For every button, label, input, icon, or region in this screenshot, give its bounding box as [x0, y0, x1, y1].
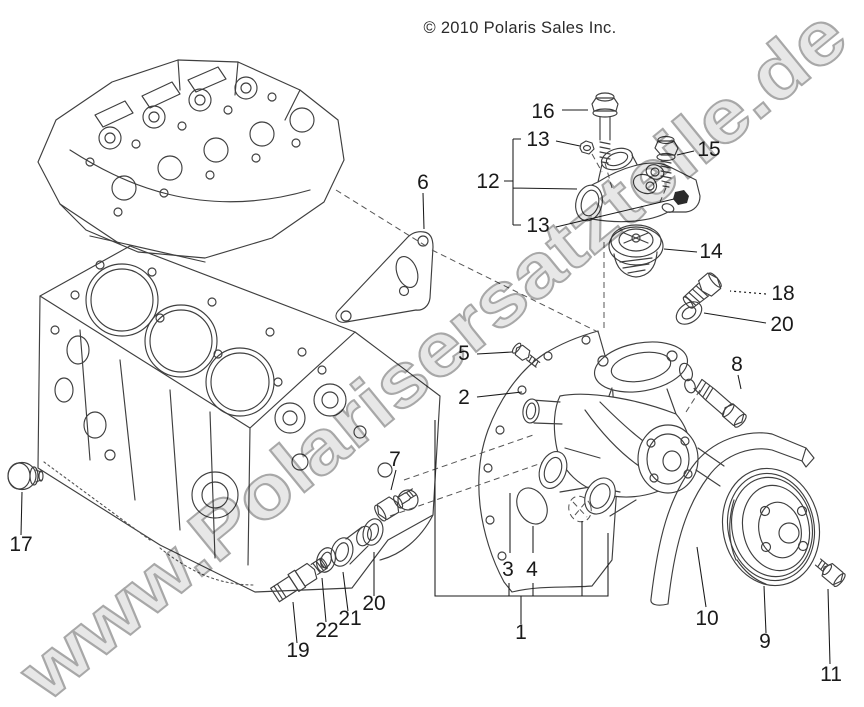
- engine-block-drawing: [37, 245, 441, 593]
- callout-label-21: 21: [338, 607, 361, 630]
- washer-20-upper: [675, 301, 703, 325]
- callout-label-4: 4: [526, 558, 538, 581]
- callout-line-10: [696, 546, 707, 608]
- callout-label-13-top: 13: [526, 128, 549, 151]
- temp-sensor-19: [270, 557, 328, 603]
- callout-line-18: [729, 290, 767, 295]
- callout-label-8: 8: [731, 353, 743, 376]
- callout-labels: 1 2 3 4 5 6 7 8 9 10 11 12 13 13 14 15 1…: [9, 100, 842, 686]
- callout-label-12: 12: [476, 170, 499, 193]
- bolt-7: [374, 488, 417, 522]
- callout-lines: [20, 109, 831, 665]
- bolt-15: [654, 135, 679, 188]
- callout-label-3: 3: [502, 558, 514, 581]
- callout-line-21: [342, 571, 349, 612]
- callout-label-6: 6: [417, 171, 429, 194]
- callout-label-1: 1: [515, 621, 527, 644]
- callout-bracket-12: [504, 138, 578, 226]
- callout-line-7: [390, 469, 397, 491]
- thermostat: [608, 224, 664, 278]
- callout-line-6: [422, 192, 425, 230]
- callout-label-16: 16: [531, 100, 554, 123]
- assembly-guide-lines: [335, 153, 701, 517]
- callout-label-2: 2: [458, 386, 470, 409]
- callout-line-11: [827, 588, 831, 665]
- callout-line-8: [737, 374, 742, 390]
- hidden-port-circle: [568, 495, 592, 523]
- cylinder-head-drawing: [37, 59, 345, 263]
- callout-line-19: [292, 601, 298, 644]
- callout-line-13-bottom: [555, 198, 675, 228]
- callout-line-9: [763, 585, 767, 634]
- callout-label-22: 22: [315, 619, 338, 642]
- callout-label-20-lower: 20: [362, 592, 385, 615]
- callout-label-20-upper: 20: [770, 313, 793, 336]
- callout-line-15: [676, 150, 695, 156]
- callout-label-14: 14: [699, 240, 723, 263]
- bracket-part: [335, 231, 434, 323]
- water-pump: [522, 341, 725, 517]
- callout-label-15: 15: [697, 138, 720, 161]
- callout-line-20-upper: [703, 312, 767, 324]
- callout-line-17: [20, 491, 23, 536]
- bolt-11: [814, 558, 846, 587]
- callout-label-10: 10: [695, 607, 718, 630]
- drive-belt: [650, 432, 815, 606]
- callout-line-13-top: [555, 140, 581, 147]
- nut-13: [579, 140, 595, 155]
- callout-label-13-bottom: 13: [526, 214, 549, 237]
- callout-label-17: 17: [9, 533, 32, 556]
- callout-line-14: [663, 248, 698, 253]
- callout-label-19: 19: [286, 639, 309, 662]
- callout-bracket-1: [434, 420, 609, 624]
- bolt-16: [591, 92, 619, 164]
- callout-line-5: [476, 351, 513, 355]
- plug-17: [7, 461, 44, 491]
- callout-label-9: 9: [759, 630, 771, 653]
- pulley: [721, 467, 821, 587]
- callout-label-18: 18: [771, 282, 794, 305]
- plug-18: [682, 272, 722, 309]
- callout-label-5: 5: [458, 342, 470, 365]
- bolt-5: [511, 342, 541, 368]
- callout-label-11: 11: [820, 663, 842, 686]
- washer-20-lower: [362, 518, 384, 546]
- bolt-8: [693, 378, 747, 428]
- copyright-text: © 2010 Polaris Sales Inc.: [423, 19, 617, 37]
- callout-line-22: [321, 577, 327, 623]
- callout-label-7: 7: [389, 448, 401, 471]
- callout-line-2: [476, 391, 523, 398]
